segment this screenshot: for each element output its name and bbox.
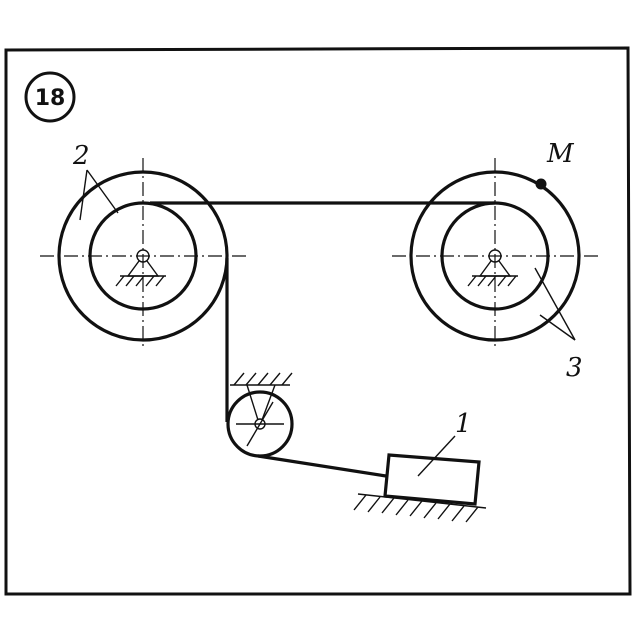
pulley-ceiling-support: [230, 372, 293, 421]
frame-border: [4, 46, 632, 596]
label-drum-left: 2: [72, 141, 90, 171]
drum-left-pivot-support: [115, 249, 166, 287]
label-1-leader: [417, 435, 456, 477]
rope-to-block: [257, 454, 387, 478]
label-block: 1: [455, 409, 472, 439]
point-m-marker: [535, 178, 547, 190]
ground-incline: [353, 493, 487, 523]
drum-right: [392, 158, 600, 350]
label-2-leaders: [79, 169, 119, 221]
drum-right-pivot-support: [467, 249, 518, 287]
figure-number: 18: [35, 86, 66, 111]
label-point-m: M: [546, 139, 575, 169]
drum-left: [40, 158, 248, 350]
block-1: [383, 453, 481, 506]
figure-number-badge: 18: [24, 71, 76, 123]
pulley: [226, 390, 294, 458]
label-3-leaders: [534, 267, 576, 341]
label-drum-right: 3: [566, 353, 583, 383]
